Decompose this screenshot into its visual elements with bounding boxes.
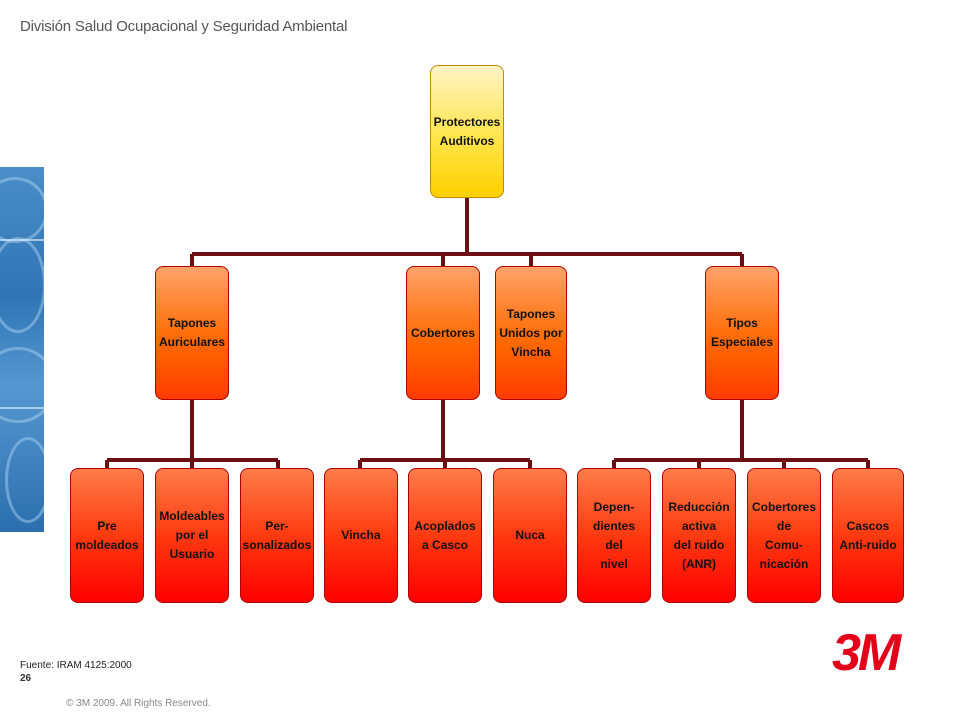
node-tipos-especiales: Tipos Especiales: [705, 266, 779, 400]
source-note: Fuente: IRAM 4125:2000: [20, 660, 132, 671]
node-moldeables-por-el-usuario: Moldeables por el Usuario: [155, 468, 229, 603]
page-header-title: División Salud Ocupacional y Seguridad A…: [20, 18, 348, 35]
node-cobertores-de-comunicacion: Cobertores de Comu- nicación: [747, 468, 821, 603]
node-vincha: Vincha: [324, 468, 398, 603]
node-protectores-auditivos: Protectores Auditivos: [430, 65, 504, 198]
node-personalizados: Per- sonalizados: [240, 468, 314, 603]
3m-logo: 3M: [832, 624, 901, 682]
node-dependientes-del-nivel: Depen- dientes del nivel: [577, 468, 651, 603]
node-tapones-auriculares: Tapones Auriculares: [155, 266, 229, 400]
node-reduccion-activa-del-ruido: Reducción activa del ruido (ANR): [662, 468, 736, 603]
page-number: 26: [20, 673, 32, 684]
node-pre-moldeados: Pre moldeados: [70, 468, 144, 603]
node-acoplados-a-casco: Acoplados a Casco: [408, 468, 482, 603]
node-cascos-anti-ruido: Cascos Anti-ruido: [832, 468, 904, 603]
node-cobertores: Cobertores: [406, 266, 480, 400]
node-nuca: Nuca: [493, 468, 567, 603]
side-decorative-image: [0, 167, 44, 532]
copyright-notice: © 3M 2009. All Rights Reserved.: [66, 698, 211, 709]
node-tapones-unidos-por-vincha: Tapones Unidos por Vincha: [495, 266, 567, 400]
